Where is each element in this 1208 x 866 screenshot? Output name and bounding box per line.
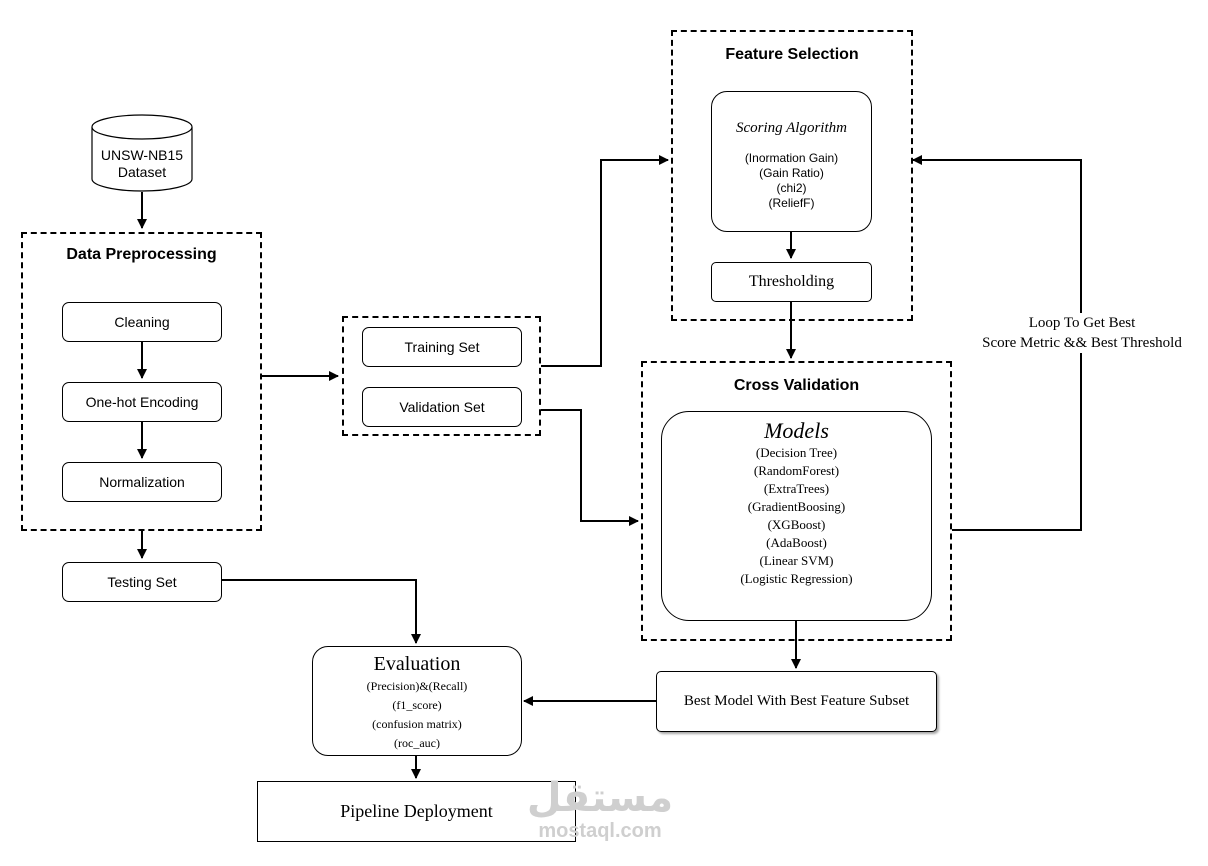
normalization-step: Normalization xyxy=(62,462,222,502)
model-item: (ExtraTrees) xyxy=(763,481,830,496)
algorithm-item: (Gain Ratio) xyxy=(759,166,824,180)
data-preprocessing-group xyxy=(21,232,262,531)
data-split-group xyxy=(342,316,541,436)
metric-item: (confusion matrix) xyxy=(372,717,462,731)
model-item: (Decision Tree) xyxy=(755,445,838,460)
arrow-training-to-feature-selection xyxy=(541,155,669,367)
models-box: Models (Decision Tree) (RandomForest) (E… xyxy=(661,411,932,621)
feature-selection-title: Feature Selection xyxy=(725,46,859,63)
model-item: (AdaBoost) xyxy=(766,535,827,550)
models-title: Models xyxy=(764,418,829,443)
data-preprocessing-title: Data Preprocessing xyxy=(66,246,217,263)
scoring-algorithm-box: Scoring Algorithm (Inormation Gain) (Gai… xyxy=(711,91,872,232)
feature-selection-group xyxy=(671,30,913,321)
algorithm-item: (chi2) xyxy=(776,181,807,195)
validation-set: Validation Set xyxy=(362,387,522,427)
cross-validation-title: Cross Validation xyxy=(733,377,860,394)
testing-set: Testing Set xyxy=(62,562,222,602)
algorithm-item: (Inormation Gain) xyxy=(744,151,839,165)
arrow-validation-to-cross-validation xyxy=(541,409,639,526)
metric-item: (roc_auc) xyxy=(394,736,440,750)
model-item: (Logistic Regression) xyxy=(740,571,853,586)
metric-item: (f1_score) xyxy=(392,698,442,712)
model-item: (XGBoost) xyxy=(767,517,826,532)
dataset-name: UNSW-NB15 xyxy=(100,147,184,163)
mostaql-watermark: مستقل mostaql.com xyxy=(515,776,685,848)
best-model-box: Best Model With Best Feature Subset xyxy=(656,671,937,732)
loop-label: Loop To Get Best Score Metric && Best Th… xyxy=(962,313,1202,353)
dataset-cylinder: UNSW-NB15 Dataset xyxy=(90,113,194,193)
cross-validation-group xyxy=(641,361,952,641)
watermark-latin: mostaql.com xyxy=(538,820,662,842)
scoring-algorithm-title: Scoring Algorithm xyxy=(736,120,847,136)
cleaning-step: Cleaning xyxy=(62,302,222,342)
evaluation-box: Evaluation (Precision)&(Recall) (f1_scor… xyxy=(312,646,522,756)
training-set: Training Set xyxy=(362,327,522,367)
dataset-label: Dataset xyxy=(117,164,167,180)
arrow-testing-to-evaluation xyxy=(221,579,421,644)
one-hot-encoding-step: One-hot Encoding xyxy=(62,382,222,422)
pipeline-deployment-box: Pipeline Deployment xyxy=(257,781,576,842)
model-item: (GradientBoosing) xyxy=(747,499,846,514)
thresholding-box: Thresholding xyxy=(711,262,872,302)
model-item: (RandomForest) xyxy=(753,463,840,478)
loop-label-line: Score Metric && Best Threshold xyxy=(982,335,1182,351)
evaluation-title: Evaluation xyxy=(373,653,461,675)
loop-label-line: Loop To Get Best xyxy=(1028,315,1136,331)
algorithm-item: (ReliefF) xyxy=(768,196,815,210)
watermark-arabic: مستقل xyxy=(526,775,674,821)
model-item: (Linear SVM) xyxy=(759,553,834,568)
metric-item: (Precision)&(Recall) xyxy=(366,679,468,693)
